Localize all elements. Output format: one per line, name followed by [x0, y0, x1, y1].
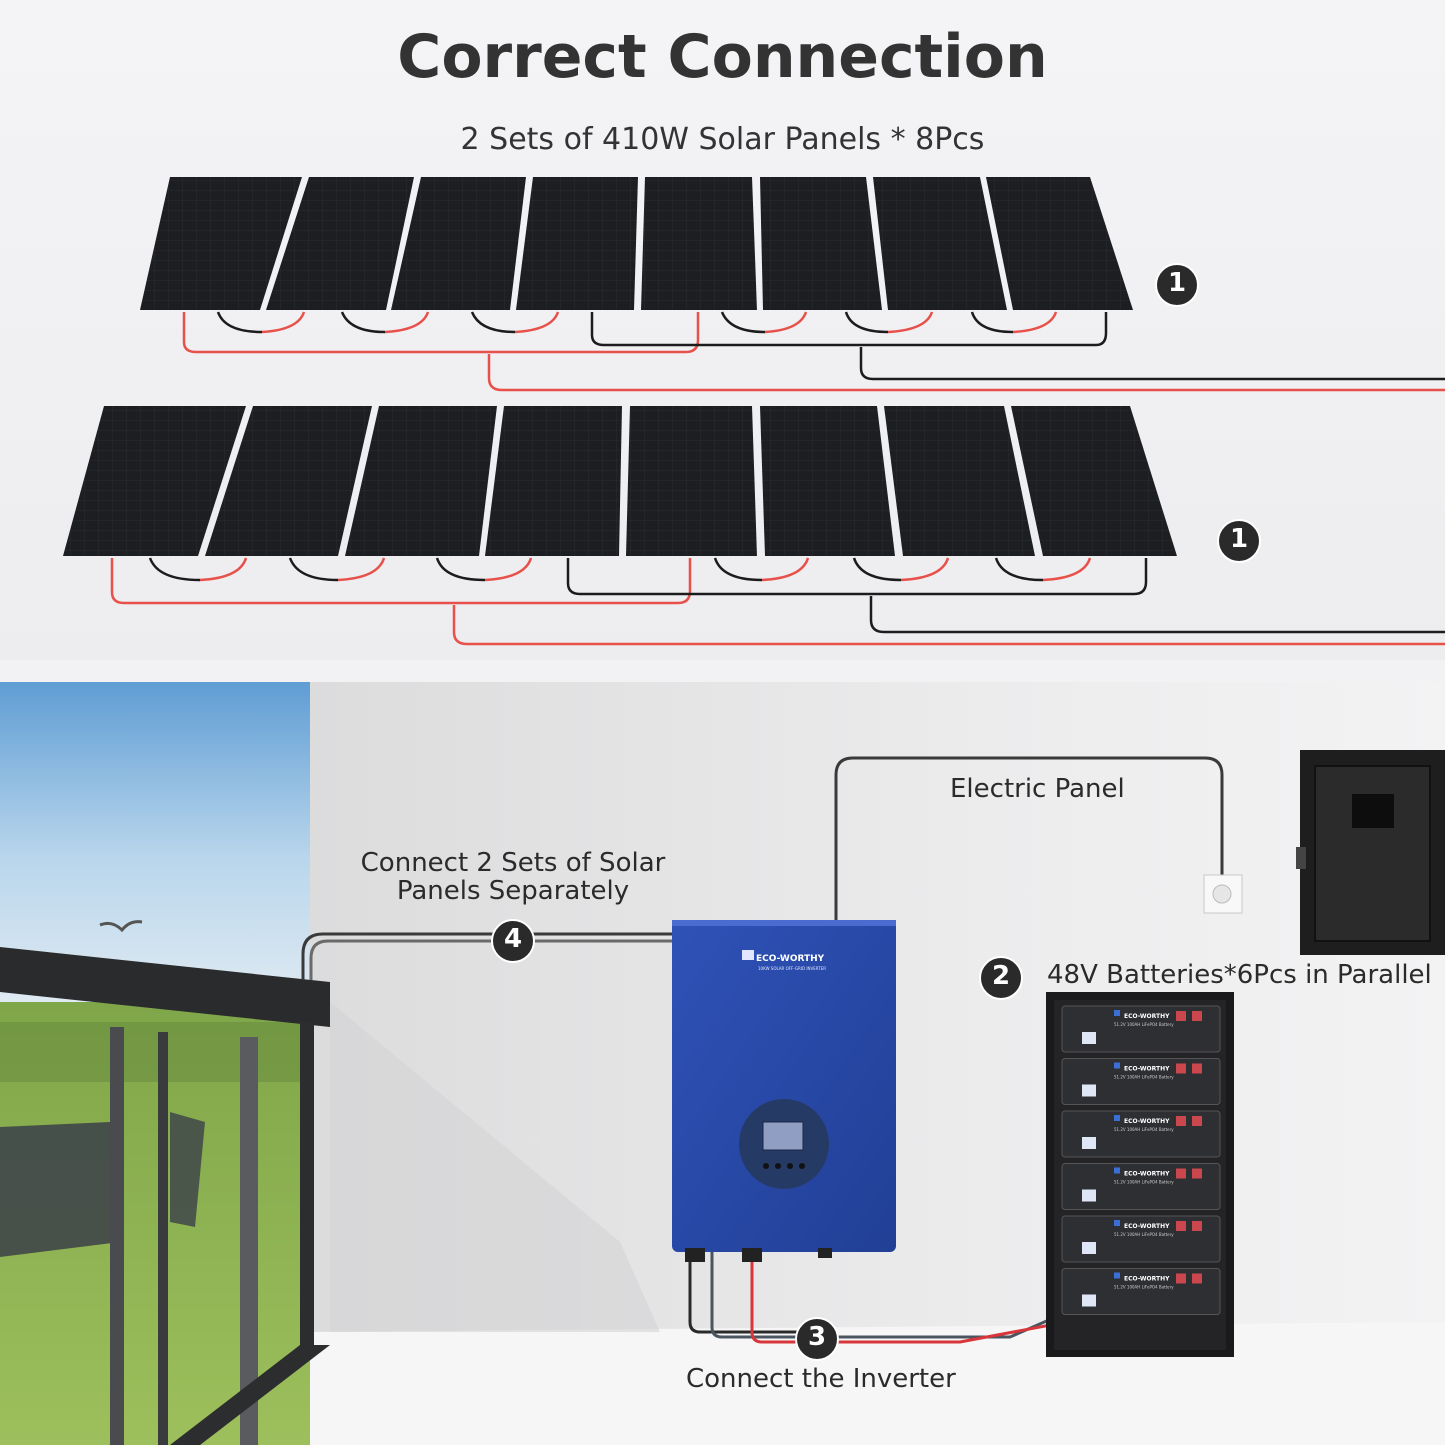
connect-solar-label-line2: Panels Separately — [396, 876, 630, 906]
battery-module: ECO-WORTHY 51.2V 100AH LiFePO4 Battery — [1061, 1268, 1221, 1315]
battery-model: 51.2V 100AH LiFePO4 Battery — [1114, 1180, 1174, 1185]
step-badge-batteries — [979, 956, 1023, 1000]
window-sky — [0, 682, 310, 1002]
solar-panel — [641, 177, 757, 310]
battery-model: 51.2V 100AH LiFePO4 Battery — [1114, 1285, 1174, 1290]
solar-panel — [760, 177, 882, 310]
step-badge-solar-input — [491, 919, 535, 963]
panel-arrays — [63, 177, 1445, 646]
step-number: 2 — [991, 961, 1011, 991]
battery-brand: ECO-WORTHY — [1124, 1013, 1170, 1020]
inverter-brand: ECO-WORTHY — [756, 954, 825, 964]
inverter-model: 10KW SOLAR OFF-GRID INVERTER — [758, 966, 827, 971]
battery-brand: ECO-WORTHY — [1124, 1118, 1170, 1125]
battery-module: ECO-WORTHY 51.2V 100AH LiFePO4 Battery — [1061, 1215, 1221, 1263]
electric-panel-box — [1296, 750, 1445, 955]
page-title: Correct Connection — [397, 22, 1048, 92]
solar-panel — [345, 406, 497, 556]
step-number: 1 — [1167, 268, 1187, 298]
battery-module: ECO-WORTHY 51.2V 100AH LiFePO4 Battery — [1061, 1005, 1221, 1053]
solar-panel — [63, 406, 246, 556]
solar-panel — [266, 177, 414, 310]
solar-panel — [884, 406, 1035, 556]
step-badge-panel-set-2 — [1217, 519, 1261, 563]
battery-module: ECO-WORTHY 51.2V 100AH LiFePO4 Battery — [1061, 1058, 1221, 1105]
solar-panel — [516, 177, 638, 310]
battery-module: ECO-WORTHY 51.2V 100AH LiFePO4 Battery — [1061, 1163, 1221, 1210]
step-badge-panel-set-1 — [1155, 263, 1199, 307]
step-badge-inverter — [795, 1317, 839, 1361]
solar-panel — [140, 177, 302, 310]
solar-panel — [760, 406, 895, 556]
page-subtitle: 2 Sets of 410W Solar Panels * 8Pcs — [460, 122, 985, 157]
solar-panel — [1011, 406, 1177, 556]
battery-model: 51.2V 100AH LiFePO4 Battery — [1114, 1232, 1174, 1237]
solar-panel — [485, 406, 622, 556]
connect-solar-label-line1: Connect 2 Sets of Solar — [360, 848, 666, 878]
battery-brand: ECO-WORTHY — [1124, 1066, 1170, 1073]
electric-panel-label: Electric Panel — [950, 774, 1125, 804]
solar-panel — [873, 177, 1007, 310]
step-number: 3 — [807, 1322, 827, 1352]
solar-panel — [391, 177, 526, 310]
battery-model: 51.2V 100AH LiFePO4 Battery — [1114, 1127, 1174, 1132]
battery-brand: ECO-WORTHY — [1124, 1276, 1170, 1283]
battery-module: ECO-WORTHY 51.2V 100AH LiFePO4 Battery — [1061, 1110, 1221, 1158]
panel-set-2-wiring — [110, 557, 1445, 646]
bird — [99, 920, 143, 933]
connect-inverter-label: Connect the Inverter — [686, 1364, 956, 1394]
solar-panel — [626, 406, 757, 556]
step-number: 4 — [503, 924, 523, 954]
battery-model: 51.2V 100AH LiFePO4 Battery — [1114, 1075, 1174, 1080]
panel-set-1-wiring — [182, 311, 1445, 392]
balcony-railing — [0, 947, 330, 1027]
panel-set-2 — [63, 406, 1177, 556]
step-number: 1 — [1229, 524, 1249, 554]
battery-brand: ECO-WORTHY — [1124, 1223, 1170, 1230]
battery-model: 51.2V 100AH LiFePO4 Battery — [1114, 1022, 1174, 1027]
batteries-label: 48V Batteries*6Pcs in Parallel — [1047, 960, 1432, 990]
inverter — [672, 920, 896, 1262]
solar-panel — [986, 177, 1133, 310]
panel-set-1 — [140, 177, 1133, 310]
solar-panel — [205, 406, 372, 556]
battery-brand: ECO-WORTHY — [1124, 1171, 1170, 1178]
